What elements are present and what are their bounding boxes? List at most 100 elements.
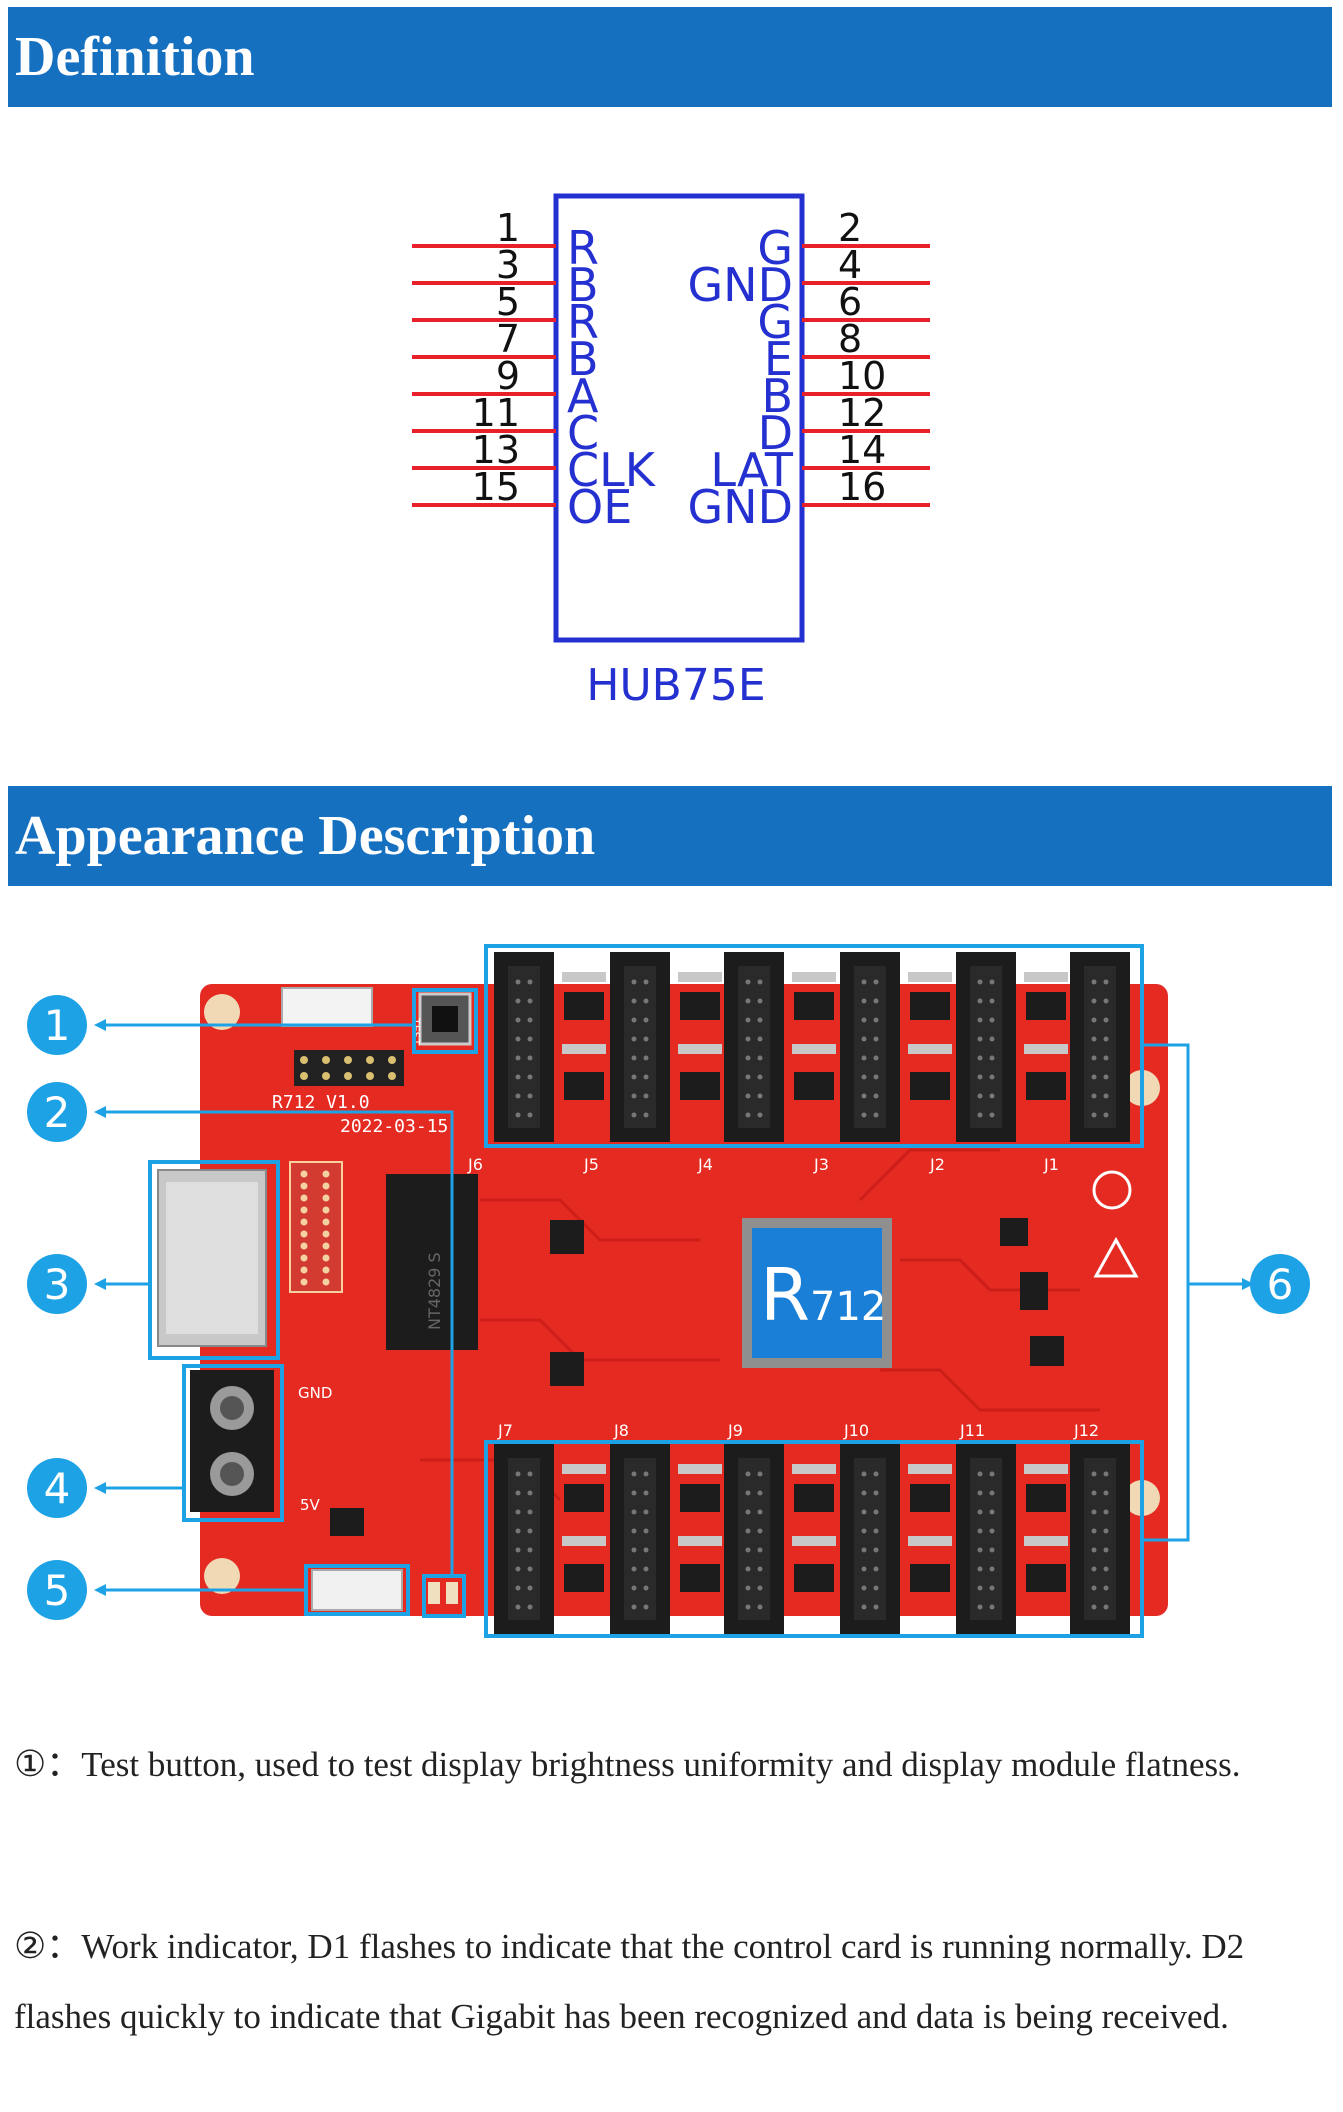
driver-ic [1026,1072,1066,1100]
description-item-2: ②：Work indicator, D1 flashes to indicate… [14,1911,1329,2052]
pin-signal-5: R [567,295,599,349]
pin-signal-9: A [567,369,599,423]
driver-ic [564,1564,604,1592]
callout-badge-1: 1 [27,995,87,1055]
driver-ic [910,1072,950,1100]
transformer-ic-label: NT4829 S [425,1252,444,1330]
description-marker-1: ① [14,1744,47,1784]
pin-signal-4: GND [688,258,793,312]
pin-number-15: 15 [472,465,520,509]
led-d2 [446,1582,458,1604]
pin-signal-10: B [761,369,793,423]
pin-number-13: 13 [472,428,520,472]
pin-number-1: 1 [496,206,520,250]
callout-badge-4: 4 [27,1458,87,1518]
description-separator-1: ： [46,1745,82,1784]
pin-number-10: 10 [838,354,886,398]
description-text-2: Work indicator, D1 flashes to indicate t… [14,1927,1245,2036]
callout-number-1: 1 [44,1001,71,1050]
pin-signal-11: C [567,406,599,460]
connector-name: HUB75E [586,660,765,711]
driver-ic [564,992,604,1020]
gnd-silk-label: GND [298,1384,332,1402]
chip-label: R712 [760,1253,886,1337]
connector-label-j7: J7 [497,1421,513,1440]
pin-signal-2: G [757,221,793,275]
driver-ic [794,1564,834,1592]
driver-ic [680,1484,720,1512]
connector-label-j4: J4 [697,1155,713,1174]
callout-box-leds [422,1574,466,1618]
test-button [418,992,472,1046]
driver-ic [1026,1564,1066,1592]
appearance-heading: Appearance Description [8,786,1332,886]
connector-label-j9: J9 [727,1421,743,1440]
connector-label-j11: J11 [959,1421,985,1440]
driver-ic [564,1072,604,1100]
description-marker-2: ② [14,1926,47,1966]
board-model-label: R712 V1.0 [272,1092,370,1113]
callout-number-3: 3 [44,1260,71,1309]
board-date-label: 2022-03-15 [340,1116,448,1137]
callout-box-ethernet [148,1160,280,1360]
callout-number-5: 5 [44,1566,71,1615]
pin-signal-1: R [567,221,599,275]
callout-number-6: 6 [1267,1260,1294,1309]
driver-ic [794,1072,834,1100]
callout-badge-5: 5 [27,1560,87,1620]
pin-signal-8: E [764,332,793,386]
chip-label-main: R [760,1253,810,1337]
description-separator-2: ： [46,1927,82,1966]
pin-number-6: 6 [838,280,862,324]
connector-body [553,193,805,643]
definition-heading: Definition [8,7,1332,107]
callout-box-test-button [412,988,478,1054]
pin-signal-6: G [757,295,793,349]
pin-number-7: 7 [496,317,520,361]
driver-ic [680,1564,720,1592]
driver-ic [794,1484,834,1512]
pin-signal-12: D [758,406,793,460]
connector-label-j6: J6 [467,1155,483,1174]
pin-signal-13: CLK [567,443,657,497]
connector-label-j2: J2 [929,1155,945,1174]
chip-label-sub: 712 [810,1284,886,1330]
pin-number-16: 16 [838,465,886,509]
driver-ic [1026,992,1066,1020]
debug-connector [311,1569,403,1611]
connector-label-j10: J10 [843,1421,869,1440]
connector-label-j1: J1 [1043,1155,1059,1174]
pin-number-12: 12 [838,391,886,435]
callout-box-power [182,1364,284,1522]
pin-signal-16: GND [688,480,793,534]
pin-number-5: 5 [496,280,520,324]
pin-number-11: 11 [472,391,520,435]
pin-signal-14: LAT [710,443,794,497]
pcb-board [200,984,1168,1616]
pin-number-9: 9 [496,354,520,398]
connector-label-j12: J12 [1073,1421,1099,1440]
driver-ic [910,1484,950,1512]
callout-badge-6: 6 [1250,1254,1310,1314]
main-chip [752,1228,882,1358]
driver-ic [1026,1484,1066,1512]
driver-ic [794,992,834,1020]
esd-warning-icon [1093,1236,1139,1278]
pin-number-14: 14 [838,428,886,472]
driver-ic [680,1072,720,1100]
callout-number-2: 2 [44,1088,71,1137]
connector-label-j8: J8 [613,1421,629,1440]
r712-board-illustration: R712 V1.0 2022-03-15 TEST NT4829 S R712 … [27,944,1310,1638]
led-d1 [428,1582,440,1604]
callout-number-4: 4 [44,1464,71,1513]
pin-number-2: 2 [838,206,862,250]
5v-silk-label: 5V [300,1496,321,1514]
pin-signal-15: OE [567,480,632,534]
driver-ic [564,1484,604,1512]
driver-ic [910,1564,950,1592]
pin-number-4: 4 [838,243,862,287]
description-text-1: Test button, used to test display bright… [81,1745,1241,1784]
pin-number-8: 8 [838,317,862,361]
description-item-1: ①：Test button, used to test display brig… [14,1725,1329,1804]
